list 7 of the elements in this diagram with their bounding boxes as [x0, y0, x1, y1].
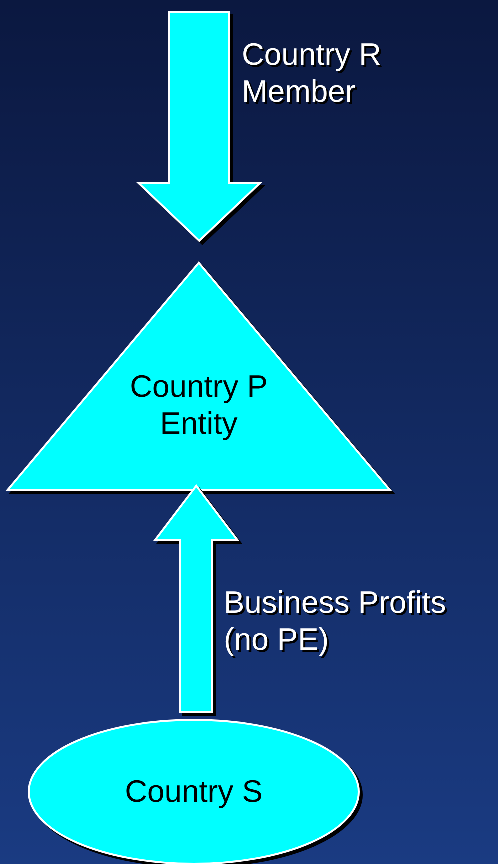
node-label: Country S: [124, 773, 264, 810]
node-label: Country P Entity: [129, 368, 269, 442]
block-arrow: [153, 484, 240, 713]
triangle-shape: [6, 261, 392, 491]
edge-label: Business Profits (no PE): [224, 584, 448, 658]
block-arrow: [136, 11, 263, 242]
edge-label: Country R Member: [242, 36, 383, 110]
